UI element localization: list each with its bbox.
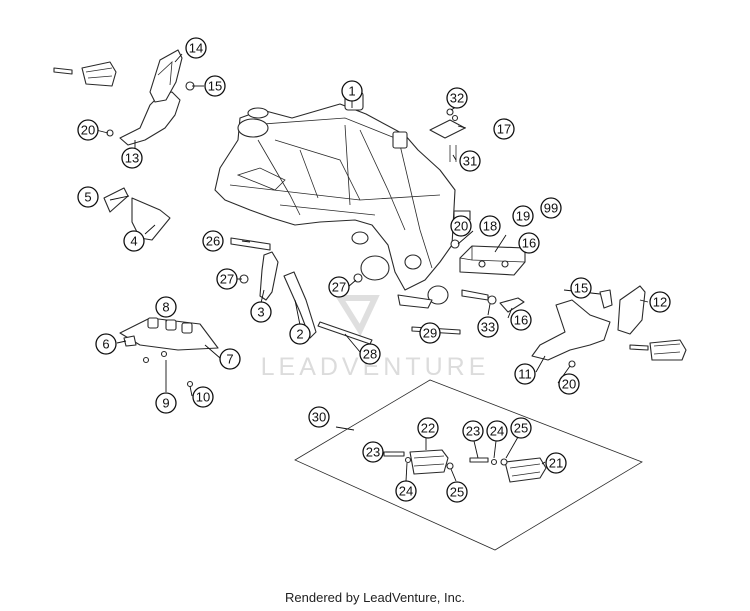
svg-text:11: 11 [518,367,532,382]
callout-31[interactable]: 31 [459,150,481,172]
control-box [459,245,526,276]
callout-15-left[interactable]: 15 [204,75,226,97]
svg-text:23: 23 [466,424,480,439]
svg-text:20: 20 [454,219,468,234]
callout-21[interactable]: 21 [545,452,567,474]
svg-text:30: 30 [312,410,326,425]
callout-1[interactable]: 1 [341,80,363,102]
callout-10[interactable]: 10 [192,386,214,408]
svg-text:20: 20 [562,377,576,392]
callout-30[interactable]: 30 [308,406,330,428]
svg-text:25: 25 [514,421,528,436]
svg-text:24: 24 [490,424,504,439]
svg-text:15: 15 [208,79,222,94]
svg-text:5: 5 [84,190,91,205]
bracket-assembly [429,108,466,162]
callout-20-mid[interactable]: 20 [450,215,472,237]
svg-text:2: 2 [296,327,303,342]
main-frame [214,91,456,309]
svg-text:16: 16 [522,236,536,251]
svg-text:9: 9 [162,396,169,411]
callout-33[interactable]: 33 [477,316,499,338]
callout-5[interactable]: 5 [77,186,99,208]
svg-text:15: 15 [574,281,588,296]
svg-text:6: 6 [102,337,109,352]
svg-text:25: 25 [450,485,464,500]
callout-2[interactable]: 2 [289,323,311,345]
svg-text:99: 99 [544,201,558,216]
left-footpeg-bracket [53,49,195,146]
callout-24-right[interactable]: 24 [486,420,508,442]
svg-text:31: 31 [463,154,477,169]
callout-13[interactable]: 13 [121,147,143,169]
svg-text:28: 28 [363,347,377,362]
callout-26[interactable]: 26 [202,230,224,252]
callout-8[interactable]: 8 [155,296,177,318]
callout-18[interactable]: 18 [479,215,501,237]
footpeg-kit-box [294,379,643,551]
svg-text:23: 23 [366,445,380,460]
callout-19[interactable]: 19 [512,205,534,227]
svg-text:21: 21 [549,456,563,471]
svg-text:18: 18 [483,219,497,234]
footer-credit: Rendered by LeadVenture, Inc. [285,590,465,605]
callout-11[interactable]: 11 [514,363,536,385]
svg-text:26: 26 [206,234,220,249]
callout-27-right[interactable]: 27 [328,276,350,298]
svg-text:14: 14 [189,41,203,56]
callout-20-right[interactable]: 20 [558,373,580,395]
watermark-logo-icon [334,295,380,337]
callout-20-left[interactable]: 20 [77,119,99,141]
callout-32[interactable]: 32 [446,87,468,109]
svg-text:17: 17 [497,122,511,137]
svg-text:27: 27 [332,280,346,295]
callout-3[interactable]: 3 [250,301,272,323]
svg-text:32: 32 [450,91,464,106]
callout-25-left[interactable]: 25 [446,481,468,503]
callout-28[interactable]: 28 [359,343,381,365]
callout-17[interactable]: 17 [493,118,515,140]
svg-text:33: 33 [481,320,495,335]
callout-7[interactable]: 7 [219,348,241,370]
svg-text:1: 1 [348,84,355,99]
svg-text:13: 13 [125,151,139,166]
svg-text:29: 29 [423,326,437,341]
callout-14[interactable]: 14 [185,37,207,59]
skid-plate [119,317,219,388]
right-hardware [450,239,525,313]
svg-text:12: 12 [653,295,667,310]
callout-6[interactable]: 6 [95,333,117,355]
callout-25-right[interactable]: 25 [510,417,532,439]
callout-27-left[interactable]: 27 [216,268,238,290]
callout-4[interactable]: 4 [123,230,145,252]
callout-24-left[interactable]: 24 [395,480,417,502]
callout-22[interactable]: 22 [417,417,439,439]
svg-text:10: 10 [196,390,210,405]
svg-text:22: 22 [421,421,435,436]
svg-text:8: 8 [162,300,169,315]
leader-lines [95,53,649,482]
callout-23-right[interactable]: 23 [462,420,484,442]
svg-text:20: 20 [81,123,95,138]
callout-12[interactable]: 12 [649,291,671,313]
svg-text:27: 27 [220,272,234,287]
svg-text:24: 24 [399,484,413,499]
callout-15-right[interactable]: 15 [570,277,592,299]
svg-text:16: 16 [514,313,528,328]
callout-16-box[interactable]: 16 [518,232,540,254]
svg-text:19: 19 [516,209,530,224]
callout-9[interactable]: 9 [155,392,177,414]
svg-text:3: 3 [257,305,264,320]
right-footpeg-bracket [531,285,687,368]
callout-16-lower[interactable]: 16 [510,309,532,331]
callout-29[interactable]: 29 [419,322,441,344]
callout-23-left[interactable]: 23 [362,441,384,463]
svg-text:4: 4 [130,234,137,249]
callout-99[interactable]: 99 [540,197,562,219]
svg-text:7: 7 [226,352,233,367]
